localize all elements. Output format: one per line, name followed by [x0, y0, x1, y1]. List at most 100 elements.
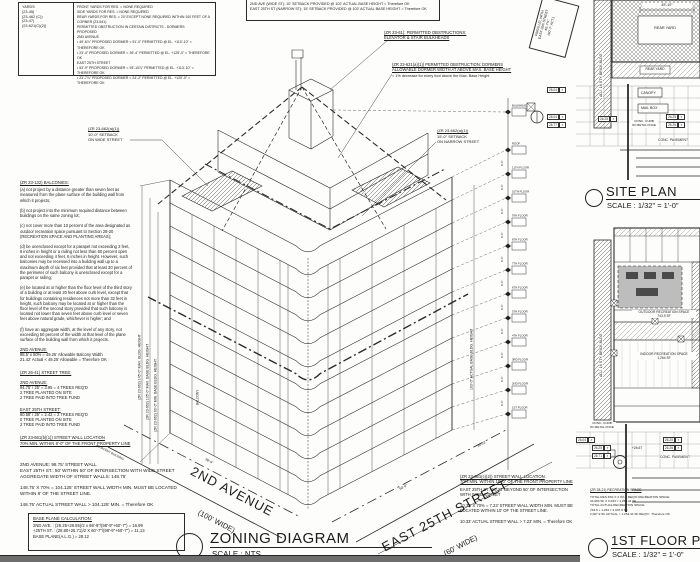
setback-note-box: 2ND AVE (WIDE ST): 10' SETBACK PROVIDED …: [246, 0, 440, 21]
setback-wide-callout-head: (ZR 23-662(a)(1)): [88, 126, 120, 131]
base-plane-body: 2ND AVE. : (26.25+28.55)/2 x 98'-9"/(98'…: [33, 523, 145, 539]
bulkhead-callout: (ZR 23-61): PERMITTED OBSTRUCTIONS: ELEV…: [384, 30, 467, 41]
base-plane-box: BASE PLANE CALCULATION: 2ND AVE. : (26.2…: [28, 513, 185, 551]
floor-label: 4TH FLOOR: [512, 334, 528, 338]
street-wall-c2-heading: (ZR 23-661(c)(2)) STREET WALL LOCATION 7…: [460, 474, 573, 485]
left-code-column: (ZR 23-132) BALCONIES: (a) not project b…: [20, 180, 132, 446]
setback-narrow-callout-head: (ZR 23-662(a)(1)): [437, 128, 469, 133]
floor-label: 5TH FLOOR: [512, 310, 528, 314]
street-wall-b1-heading: (ZR 23-661(b)(1)) STREET WALL LOCATION 7…: [20, 435, 131, 446]
site-canopy-label: CANOPY: [641, 90, 656, 95]
setback-note-text: 2ND AVE (WIDE ST): 10' SETBACK PROVIDED …: [250, 2, 427, 11]
adjacent-building-label: ADJACENT BUILDING: [96, 443, 126, 461]
fp-plus-spot: +26.67: [632, 446, 643, 450]
actual-base-height-label: 103'-0" ACTUAL BASE BLDG. HEIGHT: [470, 328, 474, 390]
tree-2nd-ave-heading: 2ND AVENUE:: [20, 379, 48, 385]
site-plan-drawing: [526, 0, 700, 180]
site-plan-scale: SCALE : 1/32" = 1'-0": [607, 201, 679, 210]
balconies-body: (a) not project by a distance greater th…: [20, 187, 132, 342]
floor-label: 2ND FLOOR: [512, 382, 528, 386]
floor-label: 6TH FLOOR: [512, 286, 528, 290]
floor-label: 9TH FLOOR: [512, 214, 528, 218]
svg-text:9'-6": 9'-6": [500, 352, 504, 358]
sheet-edge-bar: [0, 555, 580, 562]
site-rear-yard2-label: REAR YARD: [645, 67, 665, 71]
tree-e25-body: 60.58' / 25' = 2.42 = 2 TREES REQ'D 0 TR…: [20, 411, 88, 428]
floor-plan-title-bubble: [588, 538, 608, 558]
dormer-callout-head: (ZR 23-621(a)(1)) PERMITTED OBSTRUCTION:…: [392, 62, 512, 73]
floor-markers: BULKHEAD ROOF 11TH FLOOR 10TH FLOOR 9TH …: [500, 104, 529, 419]
max-bldg-height-label: (ZR 23-662) 145'-0" MAX. BLDG. HEIGHT: [138, 333, 142, 400]
svg-text:9'-6": 9'-6": [500, 400, 504, 406]
floor-label: ROOF: [512, 142, 520, 146]
fp-adjacent-bldg-label: ADJ. 16 STY BRICK BLDG: [599, 332, 603, 378]
street-wall-c2-body: EAST 25TH ST.: 10.33' BEYOND 50' OF INTE…: [460, 487, 573, 524]
yards-table: YARDS (23-45) (23-462 (C)) (23-47) (23-6…: [18, 2, 216, 85]
site-mailbox-label: MAIL BOX: [641, 106, 658, 110]
dormer-callout-note: = 1% decrease for every foot above the M…: [392, 74, 490, 78]
max-base-height-label: (ZR 23-662) 105'-0" MAX. BASE BLDG. HEIG…: [146, 343, 150, 420]
balcony-label: BALCONY: [196, 389, 200, 405]
building-axonometric: [107, 39, 553, 555]
zoning-scale: SCALE : NTS: [212, 550, 261, 560]
fp-outdoor-rec-label: OUTDOOR RECREATION SPACE 743.9 SF: [632, 310, 696, 319]
site-plan-title-bubble: [585, 189, 603, 207]
zoning-title-block: ZONING DIAGRAM: [210, 530, 432, 548]
floor-label: 7TH FLOOR: [512, 262, 528, 266]
balcony-2nd-ave-calc: 98.5' x 50% = 49.25' Allowable Balcony W…: [20, 352, 107, 363]
street-wall-dim-2nd-ave: 98'-9": [205, 457, 215, 465]
svg-text:9'-6": 9'-6": [500, 160, 504, 166]
svg-text:9'-6": 9'-6": [500, 304, 504, 310]
floor-plan-title-block: 1ST FLOOR PLAN: [611, 533, 700, 549]
min-base-height-label: (ZR 23-662) 60'-0" MIN. BASE BLDG. HEIGH…: [154, 358, 158, 432]
tree-2nd-ave-body: 94.75' / 25' = 3.95 = 4 TREES REQ'D 2 TR…: [20, 385, 88, 401]
spot-elevation: 26.25×: [663, 437, 682, 444]
site-rear-yard-dim: 45'-10": [642, 3, 692, 8]
spot-elevation: 26.04×: [547, 87, 566, 94]
spot-elevation: 26.25×: [592, 445, 611, 452]
floor-plan-scale: SCALE : 1/32" = 1'-0": [612, 550, 684, 559]
svg-text:9'-6": 9'-6": [500, 376, 504, 382]
svg-text:9'-6": 9'-6": [500, 328, 504, 334]
setback-wide-callout-body: 10'-0" SETBACK ON WIDE STREET: [88, 132, 123, 143]
svg-text:9'-6": 9'-6": [500, 184, 504, 190]
spot-elevation: 26.77×: [547, 122, 566, 129]
street-wall-dim-1033: 10.33': [477, 440, 487, 448]
yards-table-col1: YARDS (23-45) (23-462 (C)) (23-47) (23-6…: [22, 5, 47, 29]
fp-curb-label: CONC. CURB W/ METAL FNCE: [588, 421, 616, 430]
spot-elevation: 26.26×: [663, 445, 682, 452]
spot-elevation: 26.25×: [598, 116, 617, 123]
street-wall-dim-50: 50'-0": [399, 483, 409, 491]
floor-label: 10TH FLOOR: [512, 190, 529, 194]
svg-text:9'-6": 9'-6": [500, 232, 504, 238]
svg-text:9'-6": 9'-6": [500, 208, 504, 214]
setback-narrow-callout-body: 15'-0" SETBACK ON NARROW STREET: [437, 134, 480, 145]
base-plane-title: BASE PLANE CALCULATION:: [33, 516, 92, 521]
yards-table-divider: [73, 3, 74, 75]
site-plan-title: SITE PLAN: [606, 184, 677, 199]
first-floor-plan-drawing: [576, 227, 700, 512]
spot-elevation: 26.25×: [666, 114, 685, 121]
fp-indoor-rec-label: INDOOR RECREATION SPACE 1,264 SF: [632, 352, 696, 361]
recreation-note-body: TOTAL RES ZSF X 3.3% = REQ'D RECREATION …: [590, 495, 670, 516]
fp-pavement-label: CONC. PAVEMENT: [660, 455, 691, 460]
floor-label: 1ST FLOOR: [512, 406, 528, 410]
yards-table-col2: FRONT YARDS FOR RES. = NONE REQUIRED SID…: [77, 5, 210, 85]
street-wall-bottom-left: 2ND AVENUE: 98.75' STREET WALL EAST 25TH…: [20, 462, 177, 508]
floor-label: 11TH FLOOR: [512, 166, 529, 170]
site-plan-title-block: SITE PLAN: [606, 184, 700, 200]
floor-label: BULKHEAD: [512, 104, 527, 108]
floor-label: 3RD FLOOR: [512, 358, 528, 362]
site-adjacent-bldg-label: ADJ. 16 STY BRICK BLDG: [599, 52, 603, 98]
spot-elevation: 26.26×: [666, 122, 685, 129]
spot-elevation: 26.04×: [576, 437, 595, 444]
site-curb-label: CONC. CURB W/ METAL FNCE: [630, 119, 658, 128]
recreation-note-heading: (ZR 28-21) RECREATION SPACE: [590, 488, 642, 492]
balcony-2nd-ave-heading: 2ND AVENUE:: [20, 346, 48, 352]
svg-text:9'-6": 9'-6": [500, 256, 504, 262]
svg-text:9'-6": 9'-6": [500, 280, 504, 286]
site-pavement-label: CONC. PAVEMENT: [658, 138, 689, 143]
floor-plan-title: 1ST FLOOR PLAN: [611, 533, 700, 548]
balconies-heading: (ZR 23-132) BALCONIES:: [20, 180, 69, 185]
